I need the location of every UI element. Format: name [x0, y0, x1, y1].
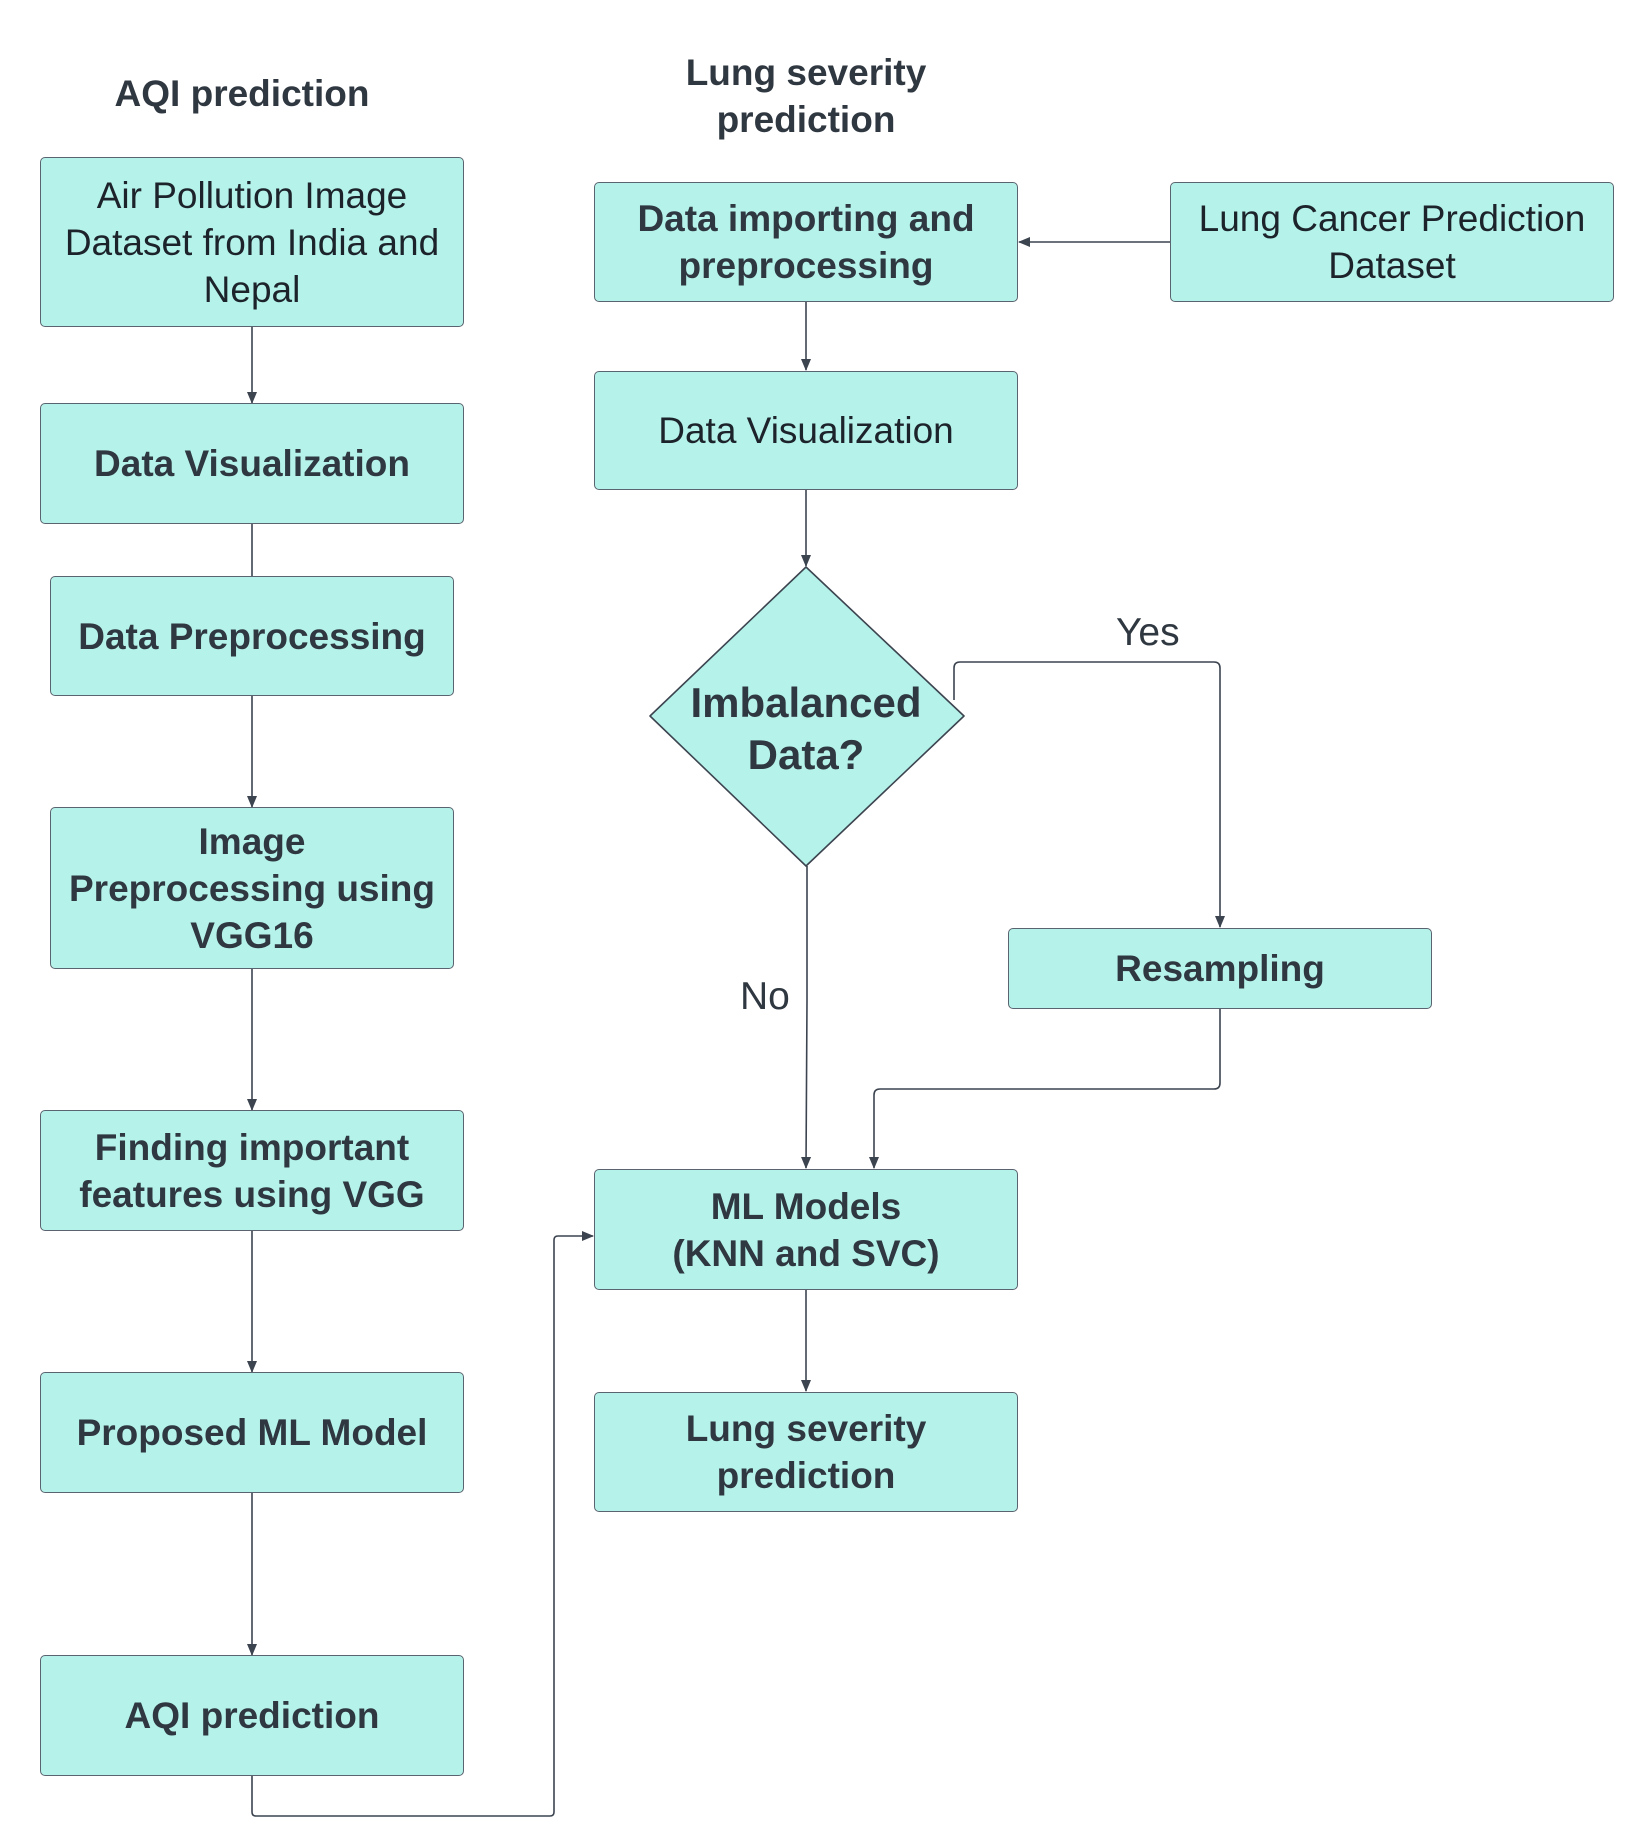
lung-output-node: Lung severity prediction	[594, 1392, 1018, 1512]
lung-visualization-node: Data Visualization	[594, 371, 1018, 490]
proposed-model-node: Proposed ML Model	[40, 1372, 464, 1493]
aqi-output-node: AQI prediction	[40, 1655, 464, 1776]
lung-dataset-node: Lung Cancer Prediction Dataset	[1170, 182, 1614, 302]
lung-importing-node: Data importing and preprocessing	[594, 182, 1018, 302]
edge-decision-no	[801, 866, 812, 1169]
resampling-node: Resampling	[1008, 928, 1432, 1009]
ml-models-node: ML Models (KNN and SVC)	[594, 1169, 1018, 1290]
decision-label: Imbalanced Data?	[690, 679, 922, 778]
feature-finding-node: Finding important features using VGG	[40, 1110, 464, 1231]
yes-label: Yes	[1116, 611, 1180, 654]
aqi-preprocessing-node: Data Preprocessing	[50, 576, 454, 696]
aqi-visualization-node: Data Visualization	[40, 403, 464, 524]
edge-decision-yes	[953, 661, 1225, 928]
edge-resampling-to-ml-models	[869, 1009, 1221, 1169]
no-label: No	[740, 975, 790, 1018]
decision-diamond	[649, 566, 965, 867]
aqi-dataset-node: Air Pollution Image Dataset from India a…	[40, 157, 464, 327]
image-preprocessing-node: Image Preprocessing using VGG16	[50, 807, 454, 969]
edge-aqi-to-ml-models	[251, 1231, 594, 1817]
aqi-column-heading: AQI prediction	[114, 73, 370, 114]
lung-column-heading: Lung severity prediction	[685, 52, 927, 140]
